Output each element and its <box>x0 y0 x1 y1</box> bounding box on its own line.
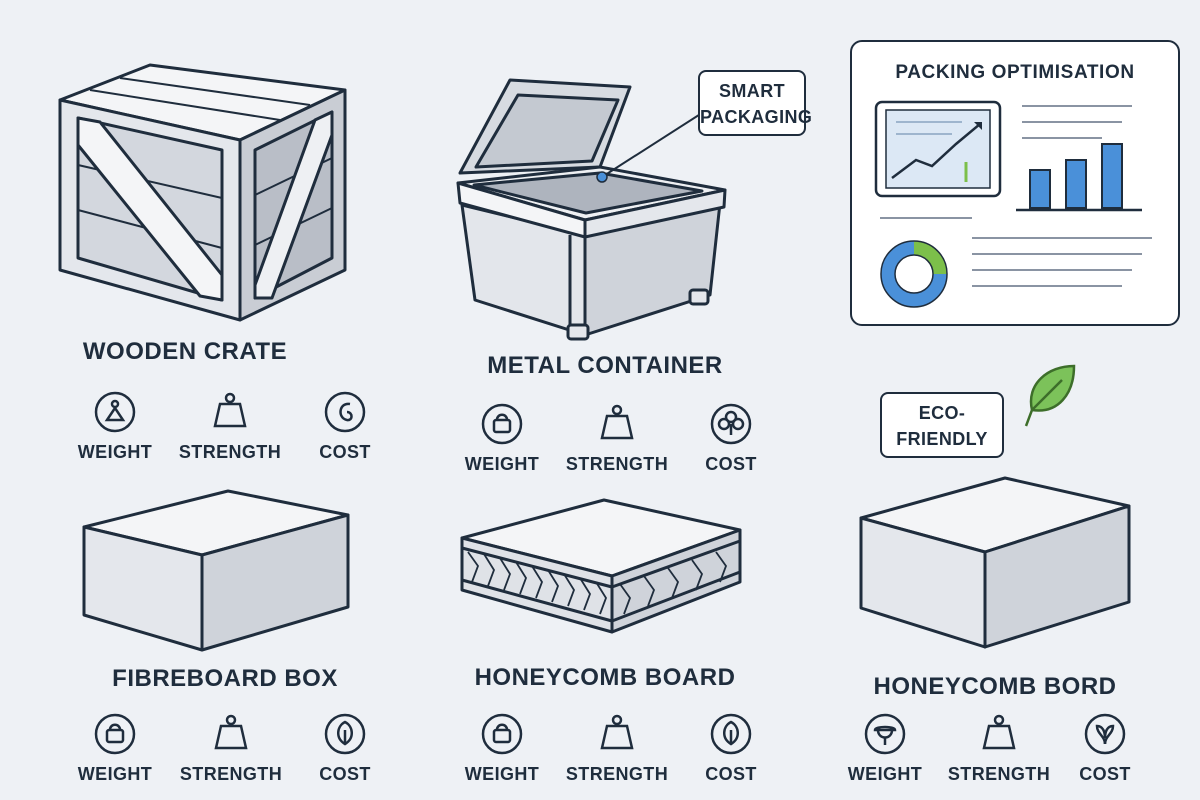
kettlebell-icon <box>213 392 247 428</box>
coin-icon <box>324 391 366 433</box>
smart-packaging-callout: SMART PACKAGING <box>698 70 812 136</box>
kettlebell-icon <box>214 714 248 750</box>
metric-weight: WEIGHT <box>447 402 557 475</box>
metric-label: WEIGHT <box>464 764 540 784</box>
product-title: HONEYCOMB BOARD <box>474 664 736 691</box>
metric-weight: WEIGHT <box>60 712 170 785</box>
sprout-icon <box>1084 713 1126 755</box>
dashboard-graphics <box>874 100 1152 308</box>
person-weight-icon <box>94 391 136 433</box>
metal-container-illustration <box>456 78 727 341</box>
product-title: FIBREBOARD BOX <box>112 665 338 692</box>
packing-optimisation-panel: PACKING OPTIMISATION <box>850 40 1180 326</box>
metric-weight: WEIGHT <box>60 390 170 463</box>
metric-label: STRENGTH <box>178 442 282 462</box>
product-title: HONEYCOMB BORD <box>873 673 1117 700</box>
kettlebell-icon <box>600 714 634 750</box>
metric-strength: STRENGTH <box>944 712 1054 785</box>
metric-label: STRENGTH <box>179 764 283 784</box>
kettlebell-icon <box>982 714 1016 750</box>
weight-lock-icon <box>481 403 523 445</box>
metric-cost: COST <box>290 390 400 463</box>
metric-cost: COST <box>676 402 786 475</box>
panel-title: PACKING OPTIMISATION <box>895 62 1135 83</box>
clover-icon <box>710 403 752 445</box>
metric-label: WEIGHT <box>847 764 923 784</box>
metric-label: STRENGTH <box>947 764 1051 784</box>
weight-lock-icon <box>481 713 523 755</box>
product-title: WOODEN CRATE <box>82 338 288 365</box>
metric-cost: COST <box>676 712 786 785</box>
metric-strength: STRENGTH <box>176 712 286 785</box>
honeycomb-bord-illustration <box>859 476 1131 649</box>
fibreboard-box-illustration <box>82 489 350 652</box>
metric-weight: WEIGHT <box>830 712 940 785</box>
leaf-icon <box>710 713 752 755</box>
metric-strength: STRENGTH <box>562 402 672 475</box>
eco-friendly-callout: ECO- FRIENDLY <box>880 392 1004 458</box>
metric-label: COST <box>705 454 757 474</box>
honeycomb-board-illustration <box>460 498 742 634</box>
metric-cost: COST <box>290 712 400 785</box>
metric-weight: WEIGHT <box>447 712 557 785</box>
metric-strength: STRENGTH <box>562 712 672 785</box>
metric-label: STRENGTH <box>565 764 669 784</box>
metric-strength: STRENGTH <box>175 390 285 463</box>
leaf-icon <box>1024 364 1076 427</box>
wooden-crate-illustration <box>58 63 347 322</box>
leaf-icon <box>324 713 366 755</box>
metric-label: STRENGTH <box>565 454 669 474</box>
kettlebell-icon <box>600 404 634 440</box>
metric-label: WEIGHT <box>464 454 540 474</box>
weight-lock-icon <box>94 713 136 755</box>
acorn-icon <box>864 713 906 755</box>
metric-label: COST <box>1079 764 1131 784</box>
metric-label: COST <box>319 764 371 784</box>
metric-label: WEIGHT <box>77 764 153 784</box>
metric-label: COST <box>319 442 371 462</box>
metric-cost: COST <box>1050 712 1160 785</box>
product-title: METAL CONTAINER <box>487 352 723 379</box>
metric-label: WEIGHT <box>77 442 153 462</box>
metric-label: COST <box>705 764 757 784</box>
